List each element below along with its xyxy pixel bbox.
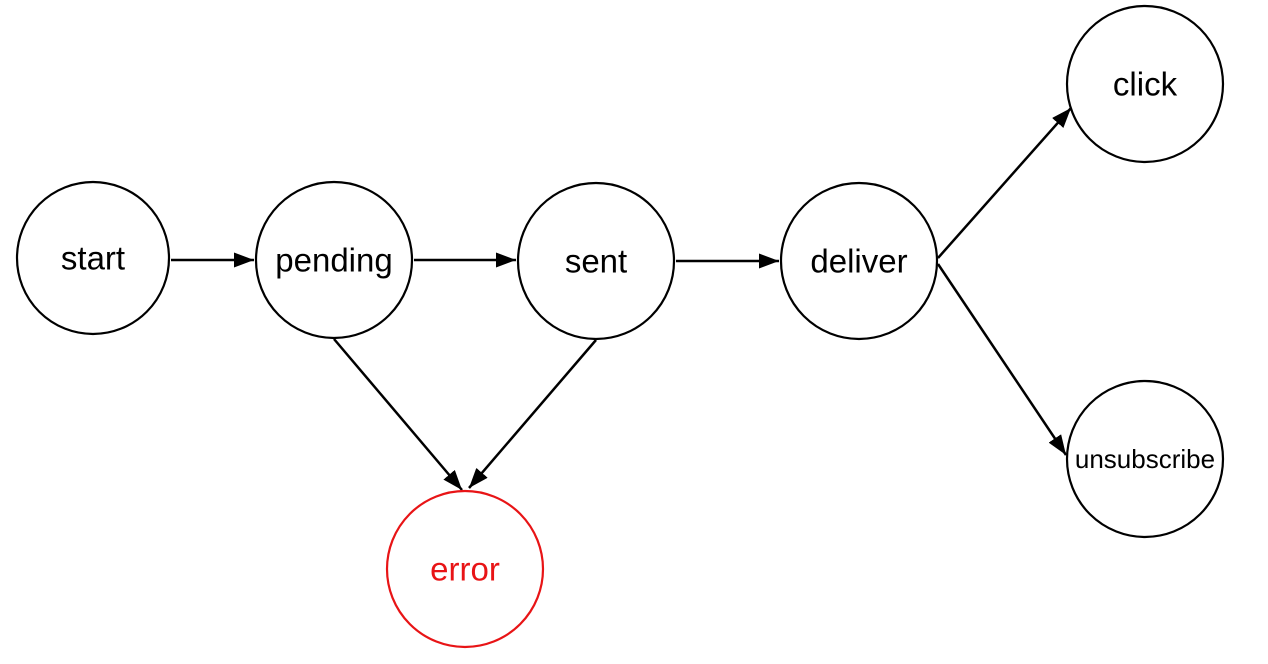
node-unsubscribe-circle — [1065, 379, 1225, 539]
node-click-circle — [1065, 4, 1225, 164]
node-start: start — [15, 180, 171, 336]
node-sent-label: sent — [565, 243, 627, 280]
node-start-label: start — [61, 240, 125, 277]
node-pending: pending — [254, 180, 414, 340]
node-deliver-circle — [779, 181, 939, 341]
nodes-layer: start pending sent deliver click unsubscribe e… — [15, 4, 1225, 649]
edge-deliver-to-unsubscribe — [936, 263, 1068, 456]
node-error: error — [385, 489, 545, 649]
node-click-label: click — [1113, 66, 1178, 103]
node-deliver: deliver — [779, 181, 939, 341]
node-click: click — [1065, 4, 1225, 164]
node-unsubscribe: unsubscribe — [1065, 379, 1225, 539]
node-deliver-label: deliver — [810, 243, 907, 280]
node-start-circle — [15, 180, 171, 336]
edge-pending-to-error — [333, 338, 463, 491]
node-error-circle — [385, 489, 545, 649]
edges-layer — [171, 107, 1072, 491]
edge-deliver-to-click — [937, 107, 1072, 259]
node-error-label: error — [430, 551, 500, 588]
node-sent-circle — [516, 181, 676, 341]
node-pending-circle — [254, 180, 414, 340]
edge-sent-to-error — [468, 339, 597, 489]
node-unsubscribe-label: unsubscribe — [1075, 444, 1215, 474]
node-sent: sent — [516, 181, 676, 341]
node-pending-label: pending — [275, 242, 392, 279]
